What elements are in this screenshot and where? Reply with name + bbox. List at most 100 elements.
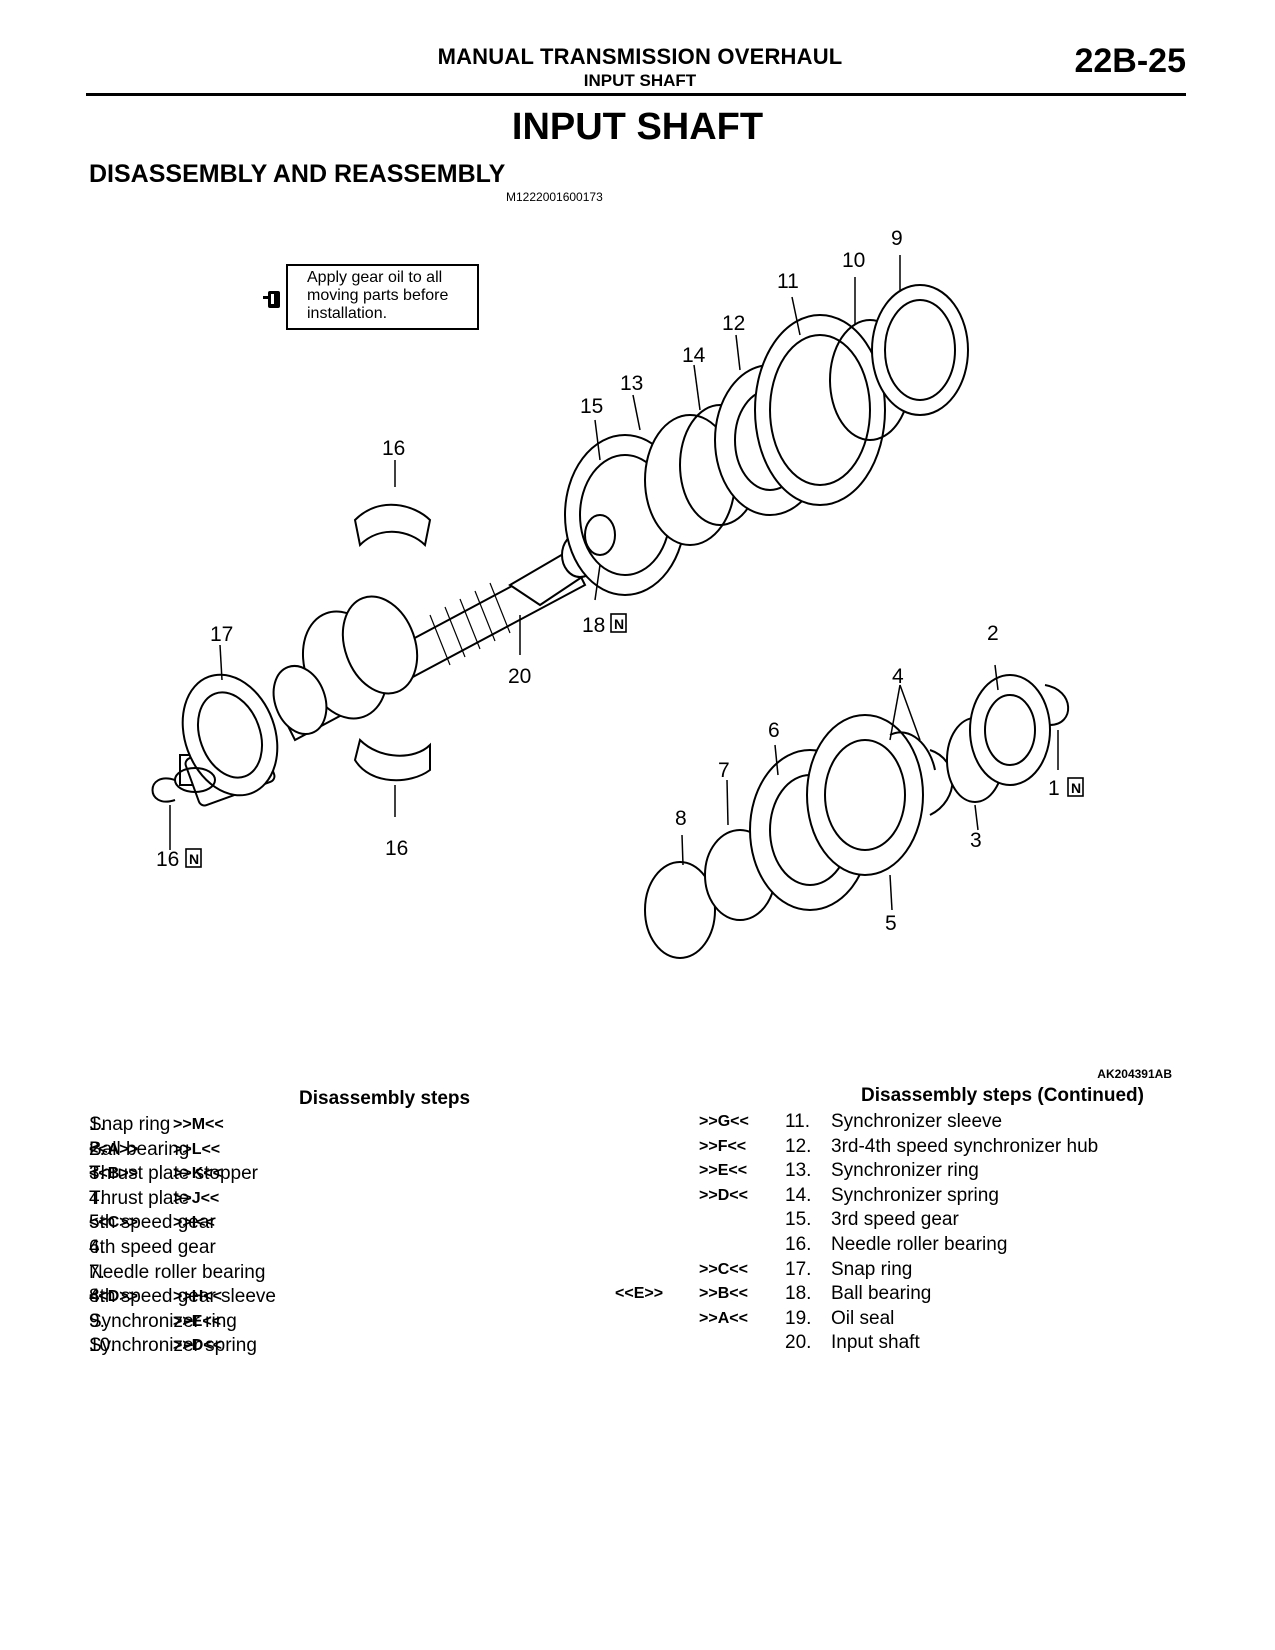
step-row: 20. Input shaft [645,1332,1185,1357]
sync-sleeve-11 [754,314,886,506]
step-label: Synchronizer spring [831,1184,999,1206]
step-number: 9. [89,1310,105,1332]
step-number: 10. [89,1335,116,1357]
reassembly-ref: >>H<< [173,1288,222,1306]
new-marker-text-1: N [1071,780,1081,796]
reassembly-ref: >>L<< [173,1140,221,1158]
step-number: 17. [785,1258,812,1280]
sync-ring-9 [871,284,969,416]
step-label: Needle roller bearing [89,1261,266,1283]
gear-oil-callout: Apply gear oil to all moving parts befor… [286,264,479,330]
step-label: 5th speed gear [89,1212,216,1234]
step-row: 6.4th speed gear [89,1237,629,1262]
oil-can-icon [263,291,280,308]
step-number: 11. [785,1111,811,1132]
reassembly-ref: >>D<< [699,1186,748,1204]
step-label: Needle roller bearing [831,1234,1008,1255]
label-16-top: 16 [382,437,405,460]
step-number: 16. [785,1234,812,1255]
reassembly-ref: >>M<< [173,1116,224,1133]
fifth-speed-gear-5 [806,714,924,876]
part-labels: 9 10 11 12 14 13 15 16 18 N 20 17 16 N 1… [156,227,1084,935]
step-label: Synchronizer ring [89,1310,237,1332]
snap-ring-1 [1044,684,1070,726]
label-1: 1 [1048,777,1060,800]
step-number: 19. [785,1307,812,1329]
diagram-parts [151,284,1070,959]
label-4: 4 [892,665,904,688]
header-subtitle: INPUT SHAFT [583,71,697,90]
needle-bearing-16-bottom [353,738,431,782]
figure-id: AK204391AB [1097,1067,1172,1081]
step-row: 16. Needle roller bearing [645,1234,1185,1259]
step-number: 1. [89,1114,105,1135]
label-15: 15 [580,395,603,418]
label-7: 7 [718,759,730,782]
step-label: Synchronizer sleeve [831,1111,1003,1132]
label-5: 5 [885,912,897,935]
label-9: 9 [891,227,903,250]
section-title: INPUT SHAFT [511,106,764,148]
label-19: 18 [582,614,605,637]
disassembly-ref: <<D>> [89,1288,138,1306]
ball-bearing-2 [969,674,1051,786]
step-label: Snap ring [831,1258,913,1280]
step-number: 18. [785,1283,812,1305]
disassembly-ref: <<E>> [615,1285,664,1303]
step-number: 8. [89,1286,105,1308]
step-row: <<D>> >>H<< 8.4th speed gear sleeve [89,1286,629,1311]
header-rule [86,93,1186,96]
step-label: 3rd-4th speed synchronizer hub [831,1135,1099,1157]
step-label: Oil seal [831,1307,895,1329]
step-row: 15. 3rd speed gear [645,1209,1185,1234]
label-12: 12 [722,312,745,335]
step-number: 12. [785,1135,812,1157]
step-row: <<C>>>>I<<5.5th speed gear [89,1212,629,1237]
reassembly-ref: >>C<< [699,1260,748,1278]
step-row: 7.Needle roller bearing [89,1262,629,1287]
reassembly-ref: >>D<< [173,1337,222,1355]
step-number: 5. [89,1212,105,1234]
reassembly-ref: >>J<< [173,1189,220,1207]
step-row: >>E<<13.Synchronizer ring [645,1160,1185,1185]
step-label: Synchronizer ring [831,1160,979,1182]
reassembly-ref: >>E<< [699,1162,748,1180]
label-8: 8 [675,807,687,830]
step-label: 3rd speed gear [831,1209,959,1231]
step-row: >>F<<12.3rd-4th speed synchronizer hub [645,1136,1185,1161]
new-marker-text-17: N [189,851,199,867]
step-row: <<B>>>>K<<3.Thrust plate stopper [89,1163,629,1188]
steps-left-heading: Disassembly steps [299,1088,471,1109]
gear-sleeve-8 [644,861,716,959]
thrust-plate-4 [889,731,936,771]
new-part-marker-17 [185,848,202,868]
step-row: >>E<< 9.Synchronizer ring [89,1311,629,1336]
step-number: 15. [785,1209,812,1231]
doc-id: M1222001600173 [506,190,603,204]
snap-ring-17 [151,777,176,803]
step-row: >>J<<4.Thrust plate [89,1188,629,1213]
reassembly-ref: >>G<< [699,1113,749,1130]
label-16-bottom: 16 [385,837,408,860]
reassembly-ref: >>E<< [173,1312,222,1330]
step-number: 20. [785,1332,812,1354]
label-17: 16 [156,848,179,871]
label-20: 20 [508,665,531,688]
reassembly-ref: >>B<< [699,1285,748,1303]
steps-right: Disassembly steps (Continued) >>G<< 11. Sy… [615,1085,1185,1357]
label-13: 13 [620,372,643,395]
leader-lines [169,255,1059,911]
step-label: Snap ring [89,1114,171,1135]
steps-right-heading: Disassembly steps (Continued) [861,1085,1144,1106]
step-label: Input shaft [831,1332,920,1354]
step-label: Ball bearing [831,1283,932,1305]
step-label: 4th speed gear sleeve [89,1286,276,1308]
step-number: 4. [89,1187,105,1209]
step-row: <<E>> >>B<< 18. Ball bearing [615,1283,1185,1308]
new-part-marker-1 [1067,777,1084,797]
exploded-diagram: 9 10 11 12 14 13 15 16 18 N 20 17 16 N 1… [151,227,1084,959]
label-6: 6 [768,719,780,742]
needle-bearing-16-top [353,503,432,548]
step-label: Ball bearing [89,1138,190,1160]
step-row: >>A<<19.Oil seal [645,1308,1185,1333]
